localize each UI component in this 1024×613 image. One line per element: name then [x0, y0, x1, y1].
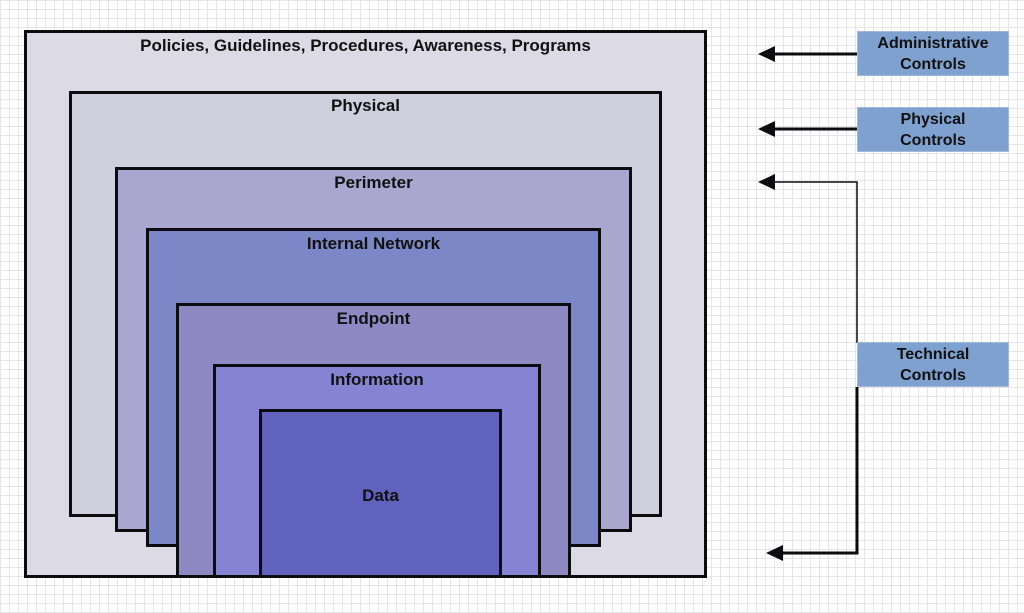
- administrative-arrow: [758, 46, 858, 62]
- physical-controls-line1: Physical: [900, 110, 966, 128]
- technical-controls-box: Technical Controls: [857, 342, 1009, 387]
- layer-perimeter-label: Perimeter: [334, 173, 413, 192]
- layer-policies-label: Policies, Guidelines, Procedures, Awaren…: [140, 36, 591, 55]
- technical-arrow-top: [758, 174, 858, 343]
- administrative-controls-line2: Controls: [900, 55, 966, 73]
- layer-information-label: Information: [330, 370, 424, 389]
- layer-data: Data: [259, 409, 502, 578]
- administrative-controls-box: Administrative Controls: [857, 31, 1009, 76]
- technical-controls-line2: Controls: [900, 366, 966, 384]
- physical-controls-line2: Controls: [900, 131, 966, 149]
- technical-controls-line1: Technical: [896, 345, 970, 363]
- administrative-controls-line1: Administrative: [877, 34, 989, 52]
- layer-endpoint-label: Endpoint: [336, 309, 411, 328]
- technical-arrow-bottom: [766, 387, 859, 561]
- physical-arrow: [758, 121, 858, 137]
- layer-physical-label: Physical: [331, 96, 400, 115]
- physical-controls-box: Physical Controls: [857, 107, 1009, 152]
- layer-data-label: Data: [362, 486, 399, 505]
- layer-internal-network-label: Internal Network: [306, 234, 441, 253]
